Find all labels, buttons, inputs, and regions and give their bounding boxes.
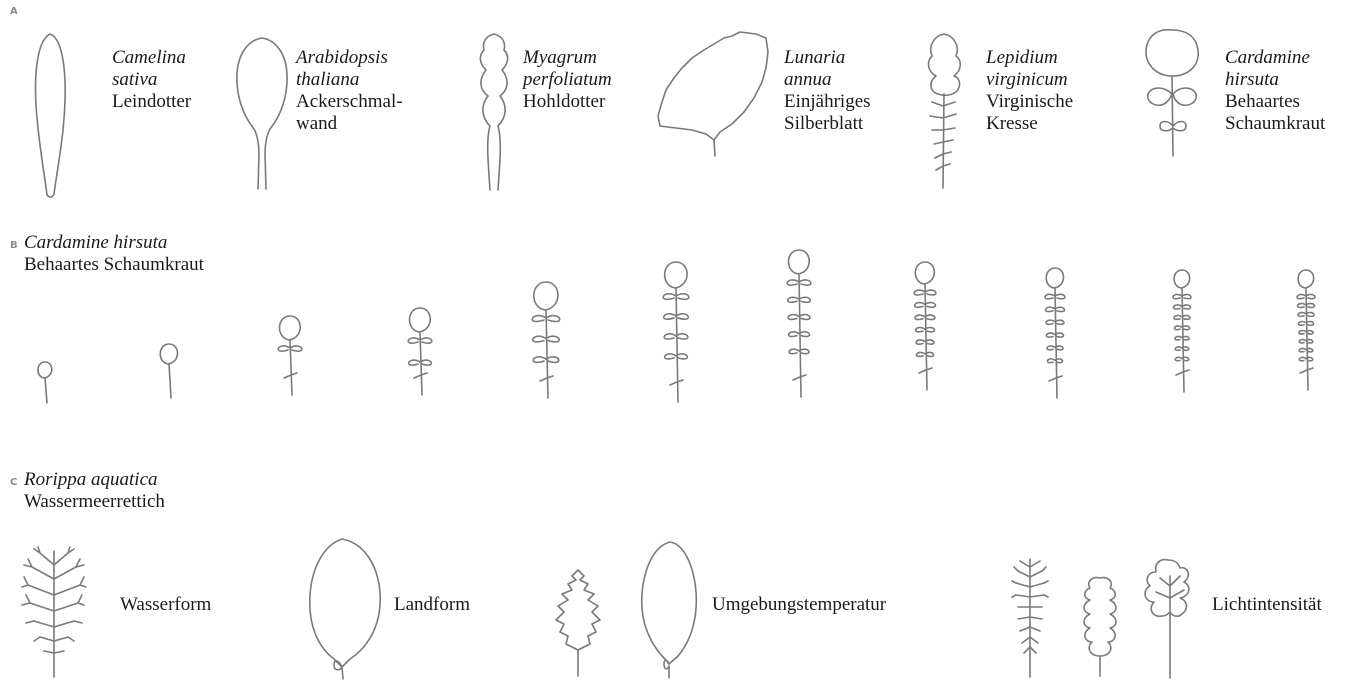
latin-name: annua bbox=[784, 69, 871, 91]
german-name: Silberblatt bbox=[784, 113, 871, 135]
latin-name: Myagrum bbox=[523, 47, 612, 69]
german-name: Hohldotter bbox=[523, 91, 612, 113]
german-name: Einjähriges bbox=[784, 91, 871, 113]
latin-name: sativa bbox=[112, 69, 191, 91]
panel-c-title: Rorippa aquatica Wassermeerrettich bbox=[24, 469, 165, 513]
german-name: Virginische bbox=[986, 91, 1073, 113]
latin-name: Arabidopsis bbox=[296, 47, 403, 69]
water-form-leaf-drawing bbox=[18, 545, 88, 680]
myagrum-leaf-drawing bbox=[468, 30, 520, 195]
camelina-leaf-drawing bbox=[30, 30, 70, 200]
temperature-entire-leaf-drawing bbox=[636, 538, 702, 680]
light-lobed-leaf-drawing bbox=[1078, 572, 1124, 680]
light-rounded-leaf-drawing bbox=[1140, 556, 1198, 680]
leaf-stage-9 bbox=[1045, 268, 1065, 398]
form-label-lichtintensitaet: Lichtintensität bbox=[1212, 594, 1322, 616]
panel-c-letter: C bbox=[10, 477, 17, 488]
leaf-stage-8 bbox=[914, 262, 936, 390]
lunaria-leaf-drawing bbox=[652, 28, 774, 160]
leaf-stage-10 bbox=[1173, 270, 1191, 392]
german-name: Leindotter bbox=[112, 91, 191, 113]
species-label-camelina: Camelina sativa Leindotter bbox=[112, 47, 191, 113]
land-form-leaf-drawing bbox=[306, 535, 386, 681]
cardamine-leaf-drawing bbox=[1132, 24, 1214, 160]
leaf-stage-2 bbox=[160, 344, 177, 398]
species-label-arabidopsis: Arabidopsis thaliana Ackerschmal- wand bbox=[296, 47, 403, 135]
species-label-cardamine: Cardamine hirsuta Behaartes Schaumkraut bbox=[1225, 47, 1325, 135]
latin-name: Rorippa aquatica bbox=[24, 469, 165, 491]
latin-name: Lunaria bbox=[784, 47, 871, 69]
german-name: Behaartes bbox=[1225, 91, 1325, 113]
leaf-stage-5 bbox=[532, 282, 560, 398]
leaf-stage-11 bbox=[1297, 270, 1315, 390]
leaf-stage-3 bbox=[278, 316, 302, 395]
german-name: Kresse bbox=[986, 113, 1073, 135]
latin-name: virginicum bbox=[986, 69, 1073, 91]
panel-a-letter: A bbox=[10, 6, 18, 17]
latin-name: hirsuta bbox=[1225, 69, 1325, 91]
leaf-stage-4 bbox=[408, 308, 432, 395]
arabidopsis-leaf-drawing bbox=[232, 34, 292, 194]
latin-name: Lepidium bbox=[986, 47, 1073, 69]
form-label-umgebungstemperatur: Umgebungstemperatur bbox=[712, 594, 886, 616]
leaf-stage-1 bbox=[38, 362, 52, 403]
leaf-stage-7 bbox=[787, 250, 811, 397]
species-label-myagrum: Myagrum perfoliatum Hohldotter bbox=[523, 47, 612, 113]
leaf-stage-6 bbox=[663, 262, 689, 402]
german-name: Schaumkraut bbox=[1225, 113, 1325, 135]
latin-name: perfoliatum bbox=[523, 69, 612, 91]
latin-name: thaliana bbox=[296, 69, 403, 91]
german-name: Wassermeerrettich bbox=[24, 491, 165, 513]
light-dissected-leaf-drawing bbox=[1010, 555, 1050, 680]
german-name: wand bbox=[296, 113, 403, 135]
species-label-lepidium: Lepidium virginicum Virginische Kresse bbox=[986, 47, 1073, 135]
latin-name: Cardamine bbox=[1225, 47, 1325, 69]
temperature-lobed-leaf-drawing bbox=[552, 566, 604, 680]
lepidium-leaf-drawing bbox=[918, 30, 970, 195]
german-name: Ackerschmal- bbox=[296, 91, 403, 113]
latin-name: Camelina bbox=[112, 47, 191, 69]
form-label-landform: Landform bbox=[394, 594, 470, 616]
species-label-lunaria: Lunaria annua Einjähriges Silberblatt bbox=[784, 47, 871, 135]
form-label-wasserform: Wasserform bbox=[120, 594, 211, 616]
leaf-series-drawing bbox=[0, 240, 1369, 410]
